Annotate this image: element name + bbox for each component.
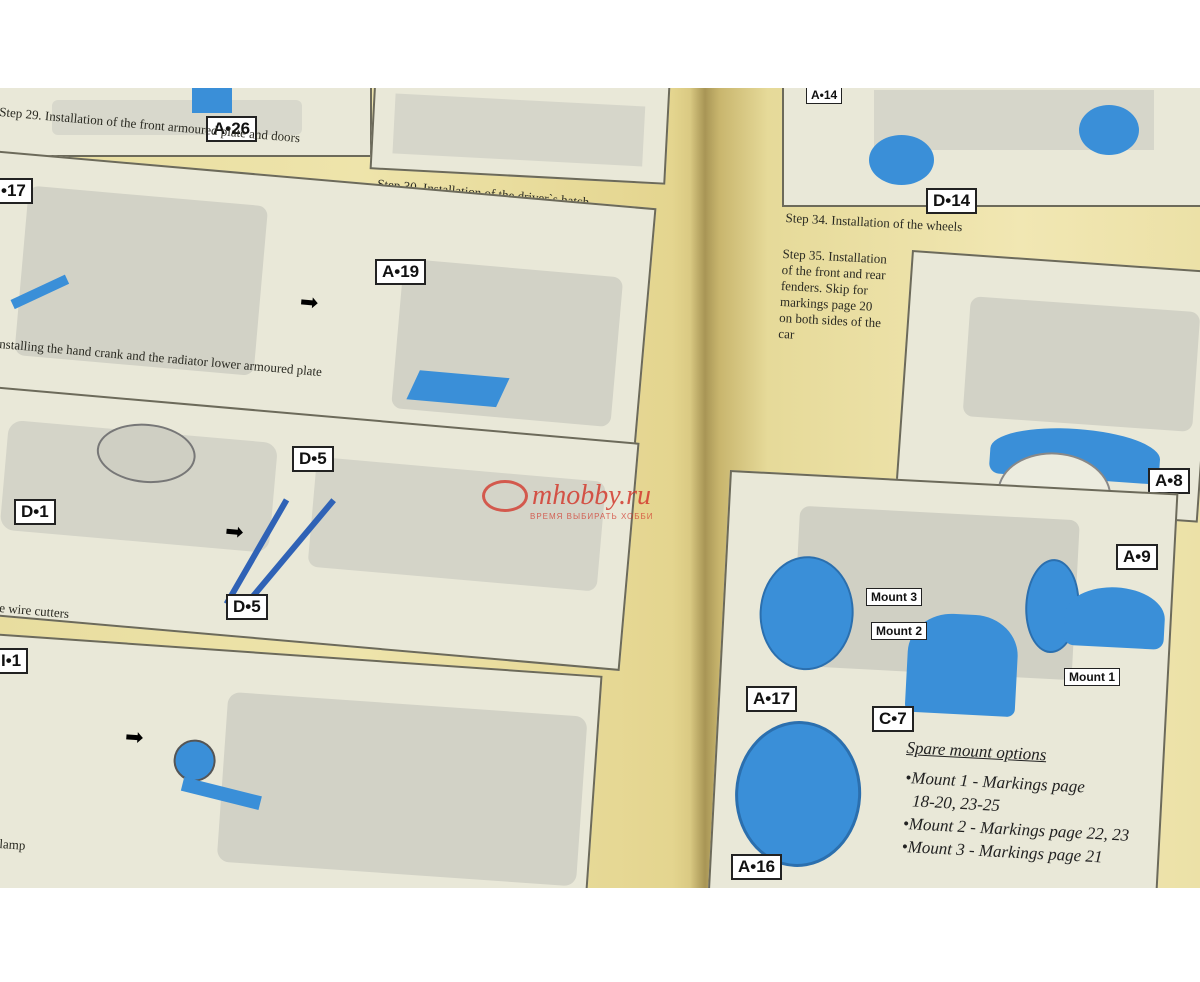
label-d14: D•14 — [926, 188, 978, 214]
watermark: mhobby.ru ВРЕМЯ ВЫБИРАТЬ ХОББИ — [482, 480, 654, 521]
step35-text: Step 35. Installation of the front and r… — [778, 246, 887, 347]
spare-options: •Mount 1 - Markings page 18-20, 23-25 •M… — [901, 766, 1132, 870]
label-a16: A•16 — [731, 854, 783, 880]
watermark-brand: mhobby.ru — [532, 480, 651, 511]
label-c7: C•7 — [872, 706, 914, 732]
label-i1: I•1 — [0, 648, 29, 674]
label-a17: A•17 — [746, 686, 798, 712]
label-mount2: Mount 2 — [871, 622, 927, 640]
label-d5-top: D•5 — [292, 446, 334, 472]
label-a8: A•8 — [1148, 468, 1190, 494]
instruction-booklet-photo: A•26 Step 29. Installation of the front … — [0, 88, 1200, 888]
label-d1: D•1 — [14, 499, 56, 525]
step29-panel — [0, 88, 372, 157]
watermark-logo-icon — [482, 480, 528, 512]
label-d5-bottom: D•5 — [226, 594, 268, 620]
label-a26: A•26 — [206, 116, 258, 142]
lamp-panel: ➡ — [0, 633, 603, 888]
label-a17-cut: •17 — [0, 178, 33, 204]
label-mount3: Mount 3 — [866, 588, 922, 606]
label-mount1: Mount 1 — [1064, 668, 1120, 686]
label-a14: A•14 — [806, 88, 843, 104]
label-a9: A•9 — [1116, 544, 1158, 570]
step30-panel — [369, 88, 671, 185]
step34-panel — [782, 88, 1200, 207]
watermark-tagline: ВРЕМЯ ВЫБИРАТЬ ХОББИ — [530, 512, 654, 521]
label-a19: A•19 — [375, 259, 427, 285]
lamp-caption: lamp — [0, 836, 26, 853]
